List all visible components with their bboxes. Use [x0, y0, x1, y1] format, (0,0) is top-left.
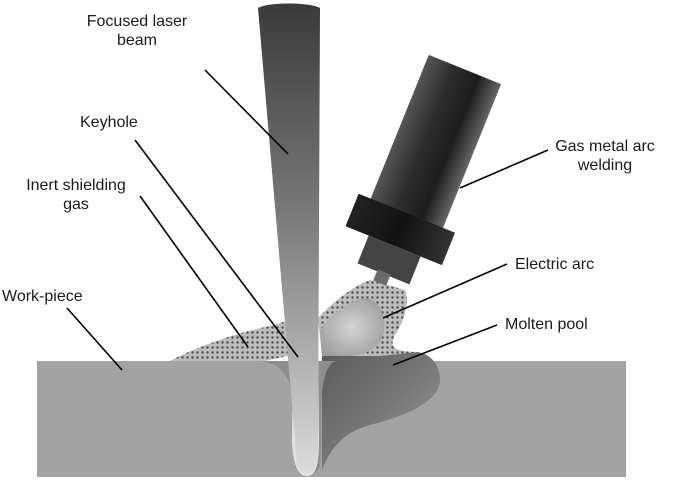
label-inert-shielding-gas-line2: gas [63, 196, 89, 213]
torch-nozzle-tip [357, 235, 421, 285]
label-molten-pool: Molten pool [505, 316, 588, 333]
torch-nozzle-ring [345, 193, 456, 266]
inert-shielding-gas-region [170, 320, 292, 361]
leader-focused-laser-beam [204, 69, 289, 155]
leader-inert-shielding-gas [139, 195, 249, 348]
label-inert-shielding-gas-line1: Inert shielding [26, 177, 126, 194]
label-electric-arc: Electric arc [515, 256, 595, 273]
leader-gma-welding [459, 149, 549, 189]
label-focused-laser-beam: Focused laser beam [72, 12, 202, 50]
leader-lines [66, 69, 549, 371]
label-focused-laser-beam-line2: beam [116, 32, 158, 49]
leader-work-piece [66, 307, 123, 371]
electric-arc-shape [320, 298, 385, 356]
label-focused-laser-beam-line1: Focused laser [86, 13, 188, 30]
gma-welding-torch [345, 54, 502, 286]
leader-electric-arc [382, 263, 508, 319]
torch-body [365, 54, 502, 242]
label-inert-shielding-gas: Inert shielding gas [2, 176, 150, 214]
contact-tip [373, 269, 391, 286]
label-gas-metal-arc-welding: Gas metal arc welding [540, 137, 670, 175]
label-gas-metal-arc-welding-line1: Gas metal arc [555, 138, 655, 155]
molten-pool-shape [322, 352, 440, 470]
label-keyhole: Keyhole [80, 114, 138, 131]
leader-molten-pool [392, 324, 498, 366]
label-work-piece: Work-piece [2, 288, 83, 305]
focused-laser-beam [258, 3, 320, 474]
leader-keyhole [134, 139, 299, 358]
label-gas-metal-arc-welding-line2: welding [577, 157, 633, 174]
